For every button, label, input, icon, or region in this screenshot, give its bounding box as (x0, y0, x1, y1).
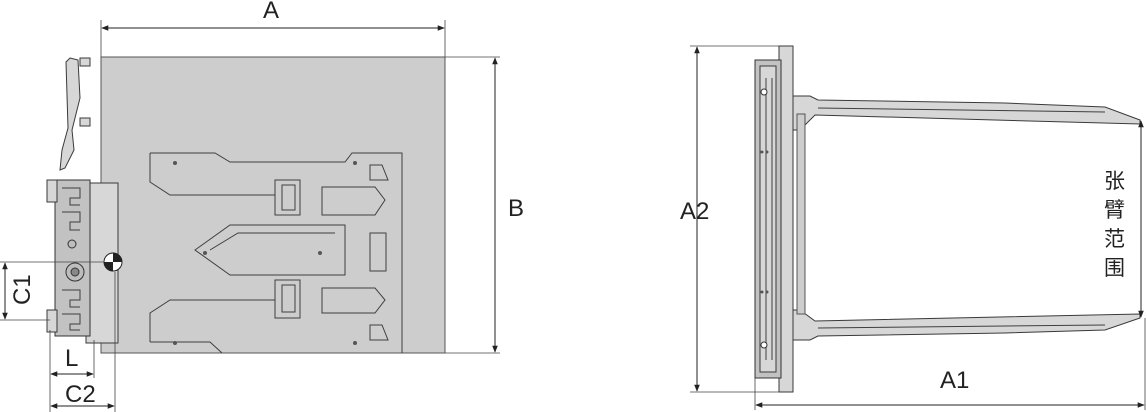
dimension-a: A (100, 0, 446, 57)
label-arm-span-1: 张 (1104, 169, 1125, 193)
wedge-upper (321, 186, 386, 216)
dimension-arm-span: 张 臂 范 围 (1104, 120, 1144, 318)
dimension-c1: C1 (0, 261, 104, 321)
label-c1: C1 (9, 274, 36, 305)
dimension-b: B (445, 56, 524, 354)
rail-top (46, 179, 58, 203)
carriage-plate (54, 179, 91, 337)
label-arm-span-4: 围 (1104, 256, 1125, 280)
label-a2: A2 (680, 198, 709, 225)
label-arm-span-2: 臂 (1104, 198, 1125, 222)
dimension-c2: C2 (50, 272, 116, 412)
arm-plate-upper (796, 113, 806, 315)
label-a: A (263, 0, 279, 24)
arm-linkage-lower (274, 279, 301, 319)
label-b: B (508, 195, 524, 222)
center-of-gravity-icon (103, 252, 123, 272)
label-l: L (65, 345, 78, 372)
label-c2: C2 (65, 381, 96, 408)
arm-linkage (149, 152, 403, 354)
upper-arm (792, 95, 1141, 131)
dimension-a1: A1 (754, 318, 1146, 410)
arm-linkage-upper (274, 179, 301, 216)
teeth-lower (62, 289, 81, 331)
corner-upper (369, 164, 389, 181)
teeth-upper (62, 187, 81, 231)
upper-hook (59, 57, 81, 171)
hook-tab-2 (79, 117, 91, 127)
top-view (754, 45, 1141, 393)
clamp-plate (100, 56, 446, 354)
slot (369, 232, 387, 272)
wedge-lower (321, 287, 386, 314)
dimension-l: L (49, 330, 95, 412)
arrow-bracket (194, 224, 346, 276)
rail-bottom (46, 309, 58, 333)
dimension-a2: A2 (680, 45, 779, 393)
side-view (46, 56, 446, 354)
label-arm-span-3: 范 (1104, 227, 1125, 251)
corner-lower (369, 324, 389, 341)
bolt-group (760, 88, 769, 349)
label-a1: A1 (940, 367, 969, 394)
hook-tab-1 (79, 57, 91, 67)
carriage-inner (759, 65, 777, 373)
